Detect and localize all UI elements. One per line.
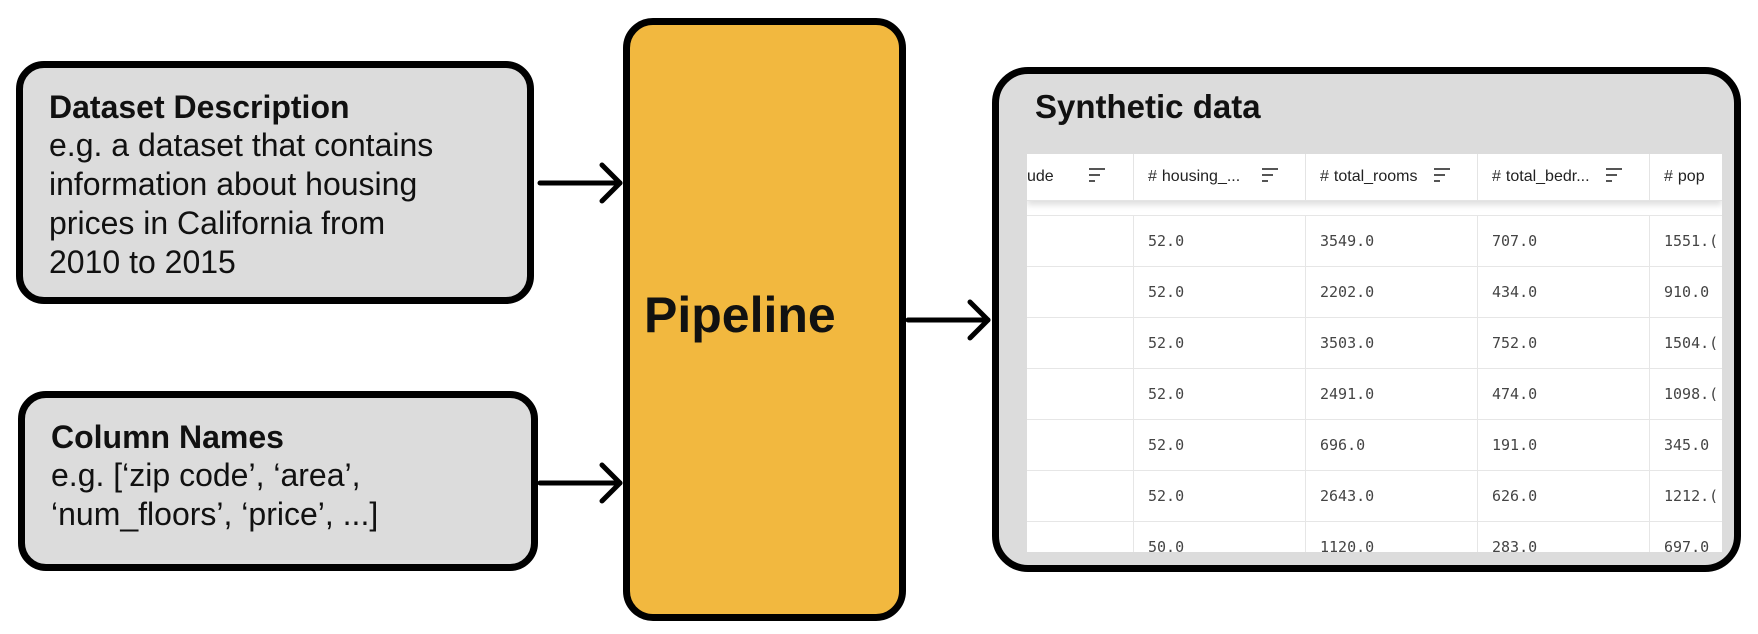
table-cell	[1027, 318, 1133, 368]
numeric-type-icon: #	[1148, 168, 1157, 185]
table-cell	[1027, 522, 1133, 552]
table-cell	[1027, 420, 1133, 470]
table-cell: 52.0	[1133, 369, 1305, 419]
table-cell: 1098.(	[1649, 369, 1722, 419]
sort-icon[interactable]	[1262, 168, 1280, 184]
table-cell	[1027, 471, 1133, 521]
column-names-text: e.g. [‘zip code’, ‘area’, ‘num_floors’, …	[51, 457, 379, 532]
sort-icon[interactable]	[1606, 168, 1624, 184]
table-cell: 1120.0	[1305, 522, 1477, 552]
table-cell: 2202.0	[1305, 267, 1477, 317]
table-cell: 52.0	[1133, 318, 1305, 368]
table-cell: 52.0	[1133, 216, 1305, 266]
table-cell: 474.0	[1477, 369, 1649, 419]
table-cell	[1027, 267, 1133, 317]
table-cell: 283.0	[1477, 522, 1649, 552]
table-cell: 191.0	[1477, 420, 1649, 470]
table-cell: 52.0	[1133, 420, 1305, 470]
dataset-description-text: e.g. a dataset that contains information…	[49, 127, 434, 280]
table-cell: 626.0	[1477, 471, 1649, 521]
pipeline-box: Pipeline	[623, 18, 906, 621]
table-cell: 697.0	[1649, 522, 1722, 552]
table-cell: 1212.(	[1649, 471, 1722, 521]
numeric-type-icon: #	[1320, 168, 1329, 185]
column-header-label: housing_...	[1161, 168, 1241, 185]
table-cell: 1551.(	[1649, 216, 1722, 266]
column-header[interactable]: ude	[1027, 154, 1133, 200]
table-cell	[1027, 369, 1133, 419]
table-cell: 52.0	[1133, 471, 1305, 521]
numeric-type-icon: #	[1664, 168, 1673, 185]
data-table: ude#housing_...#total_rooms#total_bedr..…	[1027, 154, 1722, 552]
table-cell: 1504.(	[1649, 318, 1722, 368]
synthetic-data-box: Synthetic data ude#housing_...#total_roo…	[992, 67, 1741, 572]
numeric-type-icon: #	[1492, 168, 1501, 185]
table-cell: 910.0	[1649, 267, 1722, 317]
table-cell: 2491.0	[1305, 369, 1477, 419]
column-header-label: total_bedr...	[1505, 168, 1590, 185]
table-cell: 3503.0	[1305, 318, 1477, 368]
arrow-right-icon	[537, 162, 623, 204]
column-names-box: Column Names e.g. [‘zip code’, ‘area’, ‘…	[18, 391, 538, 571]
table-cell: 50.0	[1133, 522, 1305, 552]
column-header[interactable]: #total_bedr...	[1477, 154, 1649, 200]
table-cell: 3549.0	[1305, 216, 1477, 266]
column-names-title: Column Names	[51, 419, 284, 455]
dataset-description-box: Dataset Description e.g. a dataset that …	[16, 61, 534, 304]
arrow-right-icon	[905, 299, 991, 341]
table-header: ude#housing_...#total_rooms#total_bedr..…	[1027, 154, 1722, 201]
sort-icon[interactable]	[1089, 168, 1107, 184]
table-cell: 434.0	[1477, 267, 1649, 317]
column-header-label: pop	[1677, 168, 1705, 185]
table-cell	[1027, 216, 1133, 266]
arrow-right-icon	[537, 462, 623, 504]
table-cell: 752.0	[1477, 318, 1649, 368]
column-header-label: total_rooms	[1333, 168, 1418, 185]
dataset-description-title: Dataset Description	[49, 89, 350, 125]
table-row-partial	[1027, 165, 1722, 216]
table-cell: 696.0	[1305, 420, 1477, 470]
column-header[interactable]: #total_rooms	[1305, 154, 1477, 200]
column-header[interactable]: #pop	[1649, 154, 1722, 200]
pipeline-label: Pipeline	[644, 286, 836, 343]
table-cell: 52.0	[1133, 267, 1305, 317]
table-cell: 707.0	[1477, 216, 1649, 266]
synthetic-data-title: Synthetic data	[1035, 88, 1261, 125]
column-header-label: ude	[1027, 168, 1054, 185]
table-cell: 2643.0	[1305, 471, 1477, 521]
column-header[interactable]: #housing_...	[1133, 154, 1305, 200]
table-cell: 345.0	[1649, 420, 1722, 470]
sort-icon[interactable]	[1434, 168, 1452, 184]
